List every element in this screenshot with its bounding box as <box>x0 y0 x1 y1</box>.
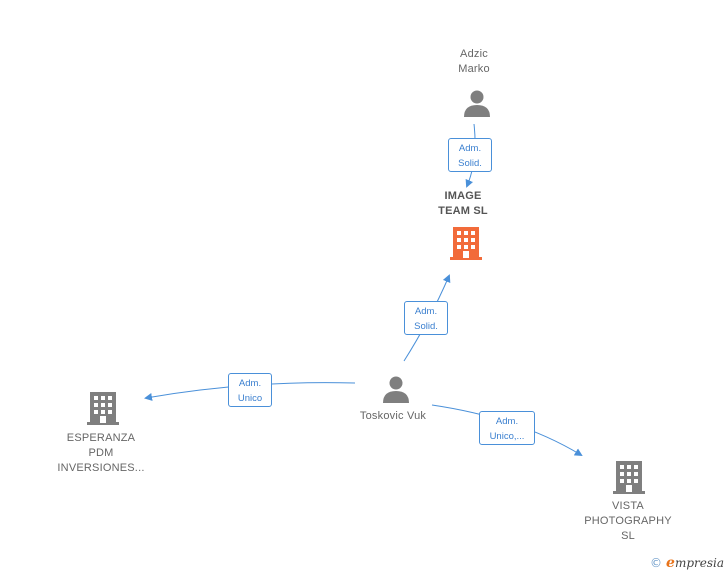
relation-label-toskovic-esperanza[interactable]: Adm. Unico <box>228 373 272 407</box>
company-building-icon-highlighted[interactable] <box>450 226 482 260</box>
node-label-vista-photography[interactable]: VISTA PHOTOGRAPHY SL <box>584 500 672 542</box>
relation-label-toskovic-vista[interactable]: Adm. Unico,... <box>479 411 535 445</box>
relation-label-adzic-image[interactable]: Adm. Solid. <box>448 138 492 172</box>
brand-name: mpresia <box>674 556 724 570</box>
company-building-icon[interactable] <box>613 460 645 494</box>
node-label-adzic-marko[interactable]: Adzic Marko <box>458 48 490 75</box>
node-label-image-team[interactable]: IMAGE TEAM SL <box>438 190 488 217</box>
person-icon[interactable] <box>381 374 411 404</box>
empresia-watermark: ©empresia <box>650 555 724 571</box>
relation-label-toskovic-image[interactable]: Adm. Solid. <box>404 301 448 335</box>
copyright-icon: © <box>650 556 663 570</box>
person-icon[interactable] <box>462 88 492 118</box>
node-label-esperanza[interactable]: ESPERANZA PDM INVERSIONES... <box>57 432 145 474</box>
brand-initial: e <box>666 555 675 571</box>
company-building-icon[interactable] <box>87 391 119 425</box>
node-label-toskovic-vuk[interactable]: Toskovic Vuk <box>359 410 427 422</box>
